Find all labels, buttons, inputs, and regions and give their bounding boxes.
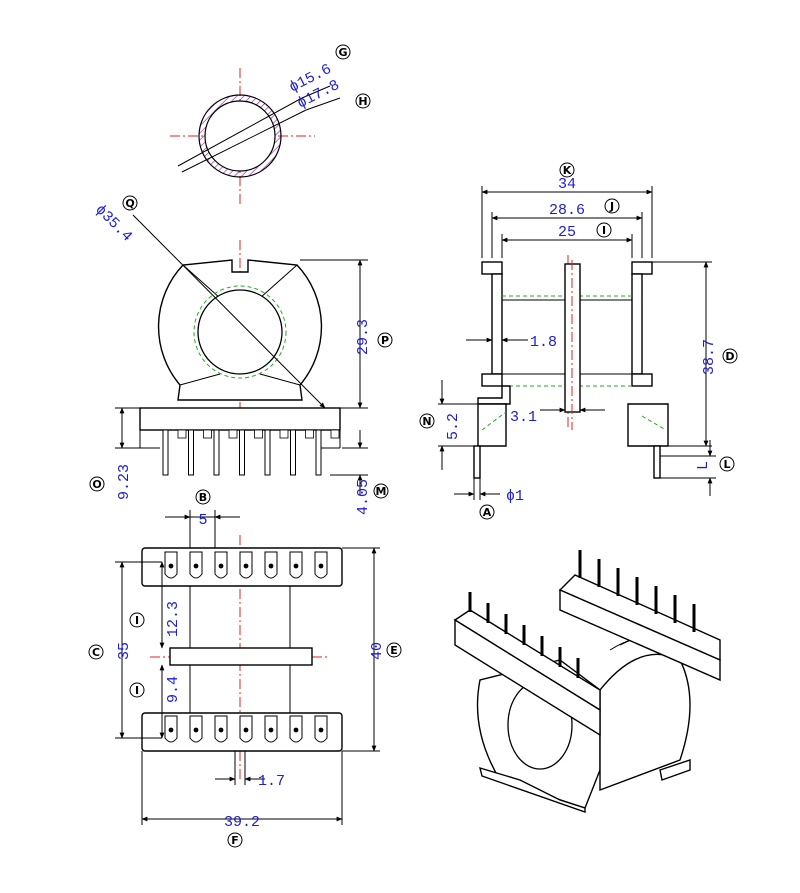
- dim-width-25: 25: [558, 224, 576, 241]
- front-base: [139, 407, 341, 431]
- dim-n-5-2: 5.2: [445, 413, 462, 440]
- dim-span-35: 35: [116, 642, 133, 660]
- pin-hole: [243, 563, 249, 569]
- tag-h: H: [358, 95, 367, 108]
- tag-a: A: [483, 506, 492, 519]
- tag-circle-h: [355, 93, 371, 109]
- pin-hole: [318, 727, 324, 733]
- pin-hole: [243, 727, 249, 733]
- dim-pin-len: 4.05: [355, 479, 372, 515]
- pin-hole: [193, 563, 199, 569]
- hidden-tube-circle: [193, 285, 287, 379]
- tag-e: E: [390, 644, 398, 657]
- pin-hole: [293, 727, 299, 733]
- front-pin: [188, 429, 194, 476]
- tag-g: G: [338, 46, 347, 59]
- dim-base-h: 9.23: [116, 464, 133, 500]
- front-pin-notch: [177, 429, 187, 439]
- front-pin-notch: [305, 429, 314, 439]
- pin-hole: [268, 563, 274, 569]
- tag-f: F: [231, 834, 239, 847]
- pin-hole: [293, 563, 299, 569]
- tag-o: O: [92, 478, 101, 491]
- bottom-slots: [164, 551, 328, 743]
- pin-hole: [168, 563, 174, 569]
- front-pin-notch: [254, 429, 263, 439]
- pin-hole: [168, 727, 174, 733]
- dim-height-38-7: 38.7: [701, 339, 718, 375]
- dim-width-39-2: 39.2: [224, 814, 260, 831]
- tag-circle-g: [335, 44, 351, 60]
- pin-hole: [318, 563, 324, 569]
- front-pin-notch: [228, 429, 238, 439]
- front-pin: [290, 429, 296, 476]
- dim-pin-dia: ϕ1: [506, 488, 524, 505]
- front-pin: [213, 429, 220, 476]
- front-pin-notch: [279, 429, 289, 439]
- dim-width-28-6: 28.6: [549, 202, 585, 219]
- pin-hole: [218, 563, 224, 569]
- tube-section-view: ϕ15.6 ϕ17.8 G H: [170, 44, 371, 205]
- tag-l: L: [723, 458, 730, 471]
- iso-pins: [468, 550, 696, 678]
- dim-total-40: 40: [369, 642, 386, 660]
- isometric-view: [453, 550, 721, 813]
- front-view: 9.23 O 29.3 P 4.05 M ϕ35.4 Q: [89, 195, 393, 515]
- tag-n: N: [422, 415, 431, 428]
- bore-circle: [197, 289, 283, 375]
- front-pins: [162, 429, 340, 476]
- front-pin-notch: [203, 429, 212, 439]
- front-pin: [315, 429, 322, 476]
- dim-half-9-4: 9.4: [165, 676, 182, 703]
- front-pin: [239, 429, 245, 476]
- tag-b: B: [199, 491, 207, 504]
- pin-hole: [268, 727, 274, 733]
- dim-width-34: 34: [558, 176, 576, 193]
- dim-half-12-3: 12.3: [165, 601, 182, 637]
- dia-leader-1: [177, 97, 303, 167]
- tag-q: Q: [125, 197, 134, 210]
- tag-d: D: [725, 350, 734, 363]
- dim-l: L: [695, 461, 712, 470]
- tag-i: I: [602, 224, 606, 237]
- dim-gap-3-1: 3.1: [510, 409, 537, 426]
- tag-i1: I: [135, 614, 139, 627]
- tube-inner-circle: [204, 100, 276, 172]
- pin-hole: [218, 727, 224, 733]
- front-pin: [162, 429, 169, 476]
- dim-line-35-4: [132, 214, 326, 409]
- bottom-view: 5 B 35 C 12.3 I 9.4 I 40 E 1.7 39.2 F: [88, 489, 402, 848]
- front-pin-notch: [330, 429, 340, 439]
- pin-hole: [193, 727, 199, 733]
- tag-p: P: [381, 334, 389, 347]
- front-pin: [264, 429, 271, 476]
- center-flange: [169, 647, 313, 666]
- dim-wall-1-8: 1.8: [530, 334, 557, 351]
- dim-pitch: 5: [198, 512, 207, 529]
- dia-leader-2: [181, 109, 307, 173]
- dim-height-p: 29.3: [355, 319, 372, 355]
- tag-c: C: [92, 646, 100, 659]
- tag-m: M: [376, 485, 387, 498]
- tag-k: K: [563, 164, 572, 177]
- side-view: 34 K 28.6 J 25 I 1.8 38.7 D 3.1 5.2 N: [419, 162, 738, 520]
- dim-pin-w: 1.7: [258, 773, 285, 790]
- tag-i2: I: [135, 684, 139, 697]
- tag-j: J: [609, 200, 614, 213]
